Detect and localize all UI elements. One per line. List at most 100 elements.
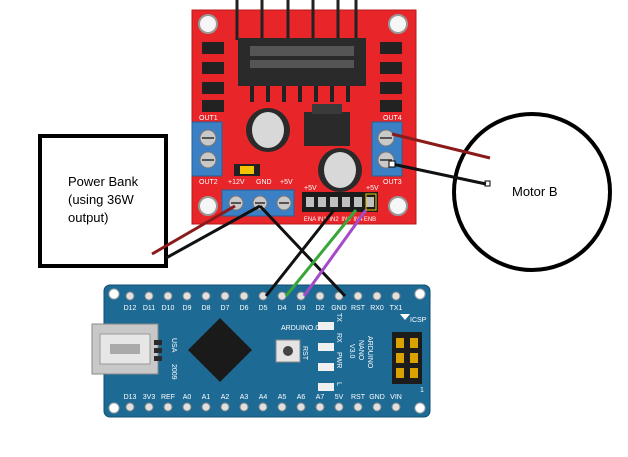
led-l-label: L (335, 382, 342, 386)
nano-bottom-pad (353, 402, 363, 412)
wire-ena (264, 209, 336, 297)
led-rx-label: RX (335, 333, 342, 343)
nano-top-pad (144, 291, 154, 301)
nano-top-pin-label: D5 (259, 305, 268, 312)
icsp-pin1-label: 1 (420, 387, 424, 394)
nano-top-pin-label: D4 (278, 305, 287, 312)
nano-top-pad (125, 291, 135, 301)
nano-bottom-pin-label: 5V (335, 394, 344, 401)
nano-bottom-pad (315, 402, 325, 412)
nano-bottom-pin-label: 3V3 (143, 394, 156, 401)
nano-bottom-pad (220, 402, 230, 412)
nano-top-pad (277, 291, 287, 301)
usa-label: USA (170, 338, 177, 353)
diode (202, 42, 224, 54)
12v-label: +12V (228, 179, 245, 186)
diode (380, 62, 402, 74)
driver-pin-label-ena: ENA (304, 217, 316, 223)
nano-top-pin-label: D6 (240, 305, 249, 312)
nano-top-pin-label: D10 (162, 305, 175, 312)
led-pwr-label: PWR (335, 352, 342, 368)
mount-hole (198, 196, 218, 216)
nano-top-pin-label: RX0 (370, 305, 384, 312)
nano-top-pad (182, 291, 192, 301)
diode (202, 62, 224, 74)
mount-hole (198, 14, 218, 34)
nano-top-pin-label: D12 (124, 305, 137, 312)
nano-bottom-pad (144, 402, 154, 412)
nano-bottom-pad (125, 402, 135, 412)
power-bank-line3: output) (68, 210, 108, 225)
diode (202, 82, 224, 94)
nano-bottom-pad (372, 402, 382, 412)
diode (202, 100, 224, 112)
nano-top-pad (201, 291, 211, 301)
nano-top-pin-label: D3 (297, 305, 306, 312)
5v-right-label: +5V (366, 185, 379, 192)
wire-motor-b (391, 162, 487, 186)
nano-top-pin-label: D8 (202, 305, 211, 312)
motor-b-label: Motor B (512, 184, 558, 199)
nano-top-pad (353, 291, 363, 301)
nano-bottom-pad (258, 402, 268, 412)
year-label: 2009 (170, 364, 177, 380)
nano-bottom-pin-label: GND (369, 394, 385, 401)
nano-bottom-pin-label: REF (161, 394, 175, 401)
nano-bottom-pin-label: A4 (259, 394, 268, 401)
nano-top-pad (372, 291, 382, 301)
nano-bottom-pin-label: A3 (240, 394, 249, 401)
nano-top-pad (163, 291, 173, 301)
nano-top-pad (239, 291, 249, 301)
icsp-label: ICSP (410, 317, 427, 324)
diode (380, 82, 402, 94)
board-name-2: NANO (357, 340, 364, 361)
led-tx-label: TX (335, 313, 342, 322)
nano-bottom-pin-label: VIN (390, 394, 402, 401)
nano-top-pad (296, 291, 306, 301)
motor-driver-board: OUT1 OUT2 OUT4 OUT3 +12V GND +5V +5V +5V (191, 0, 417, 225)
nano-top-pin-label: TX1 (390, 305, 403, 312)
diode (380, 100, 402, 112)
wire-motor-a (391, 132, 491, 160)
nano-bottom-pin-label: A7 (316, 394, 325, 401)
voltage-regulator (304, 112, 350, 146)
microcontroller-chip (188, 318, 252, 382)
nano-bottom-pad (163, 402, 173, 412)
nano-bottom-pad (277, 402, 287, 412)
board-name-1: ARDUINO (366, 336, 373, 369)
motor-b: Motor B (452, 112, 612, 272)
nano-top-pad (258, 291, 268, 301)
mount-hole (388, 196, 408, 216)
nano-top-pin-label: RST (351, 305, 366, 312)
gnd-label: GND (256, 179, 272, 186)
wires (151, 132, 491, 298)
power-bank-line1: Power Bank (68, 174, 139, 189)
power-bank-line2: (using 36W (68, 192, 134, 207)
nano-bottom-pin-label: A2 (221, 394, 230, 401)
power-bank: Power Bank (using 36W output) (38, 134, 168, 268)
5v-left-label: +5V (304, 185, 317, 192)
nano-top-pad (391, 291, 401, 301)
driver-pin-label-enb: ENB (364, 217, 376, 223)
usb-connector (91, 323, 159, 375)
nano-top-pad (315, 291, 325, 301)
nano-bottom-pad (201, 402, 211, 412)
driver-pin-label-in1: IN1 (317, 217, 327, 223)
wire-power-positive (151, 204, 236, 256)
nano-bottom-pin-label: A5 (278, 394, 287, 401)
nano-bottom-pad (182, 402, 192, 412)
nano-top-pin-label: D7 (221, 305, 230, 312)
nano-bottom-pin-label: RST (351, 394, 366, 401)
nano-top-pin-label: D2 (316, 305, 325, 312)
5v-label: +5V (280, 179, 293, 186)
rst-button-label: RST (301, 346, 308, 361)
nano-bottom-pin-label: A0 (183, 394, 192, 401)
board-name-3: V3.0 (348, 344, 355, 359)
driver-pin-label-in2: IN2 (329, 217, 339, 223)
nano-bottom-pin-label: D13 (124, 394, 137, 401)
nano-bottom-pad (296, 402, 306, 412)
nano-bottom-pad (239, 402, 249, 412)
nano-top-pin-label: GND (331, 305, 347, 312)
